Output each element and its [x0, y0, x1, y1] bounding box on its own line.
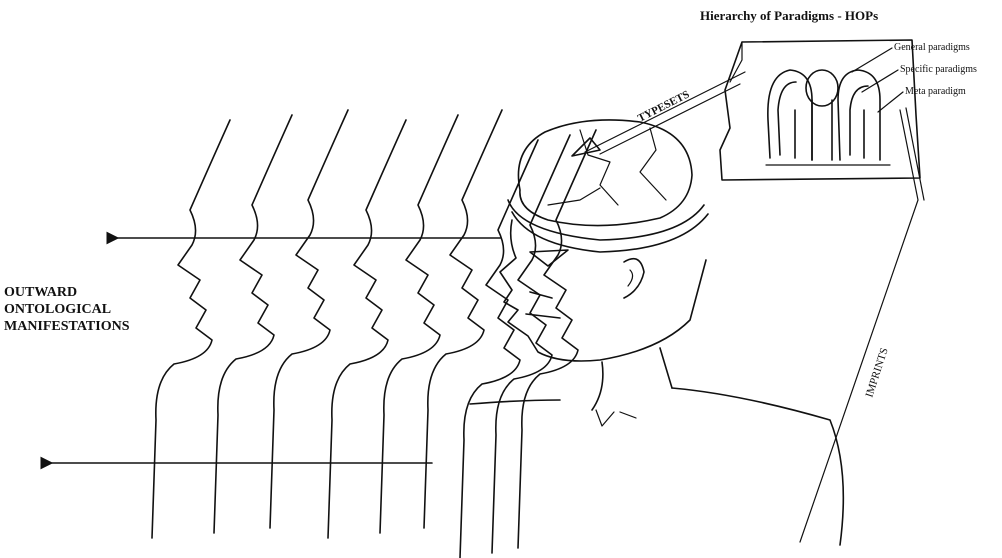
- hop-monument: [720, 40, 920, 180]
- typesets-label: TYPESETS: [636, 88, 692, 124]
- profile-echoes: [152, 110, 596, 558]
- profile-echo: [328, 120, 406, 538]
- imprints-connector: IMPRINTS: [800, 108, 924, 542]
- profile-echo: [270, 110, 348, 528]
- head-figure: [470, 120, 843, 545]
- level-general: General paradigms: [894, 42, 970, 53]
- profile-echo: [152, 120, 230, 538]
- typesets-connector: TYPESETS: [572, 72, 745, 156]
- imprints-label: IMPRINTS: [863, 346, 890, 399]
- outward-arrows: [52, 238, 500, 463]
- profile-echo: [492, 135, 570, 553]
- profile-echo: [460, 140, 538, 558]
- outward-line-2: ONTOLOGICAL: [4, 302, 111, 317]
- level-meta: Meta paradigm: [905, 86, 966, 97]
- level-specific: Specific paradigms: [900, 64, 977, 75]
- outward-label: OUTWARD ONTOLOGICAL MANIFESTATIONS: [4, 285, 130, 334]
- profile-echo: [380, 115, 458, 533]
- diagram-title: Hierarchy of Paradigms - HOPs: [700, 8, 878, 23]
- outward-line-1: OUTWARD: [4, 285, 77, 300]
- outward-line-3: MANIFESTATIONS: [4, 319, 130, 334]
- profile-echo: [214, 115, 292, 533]
